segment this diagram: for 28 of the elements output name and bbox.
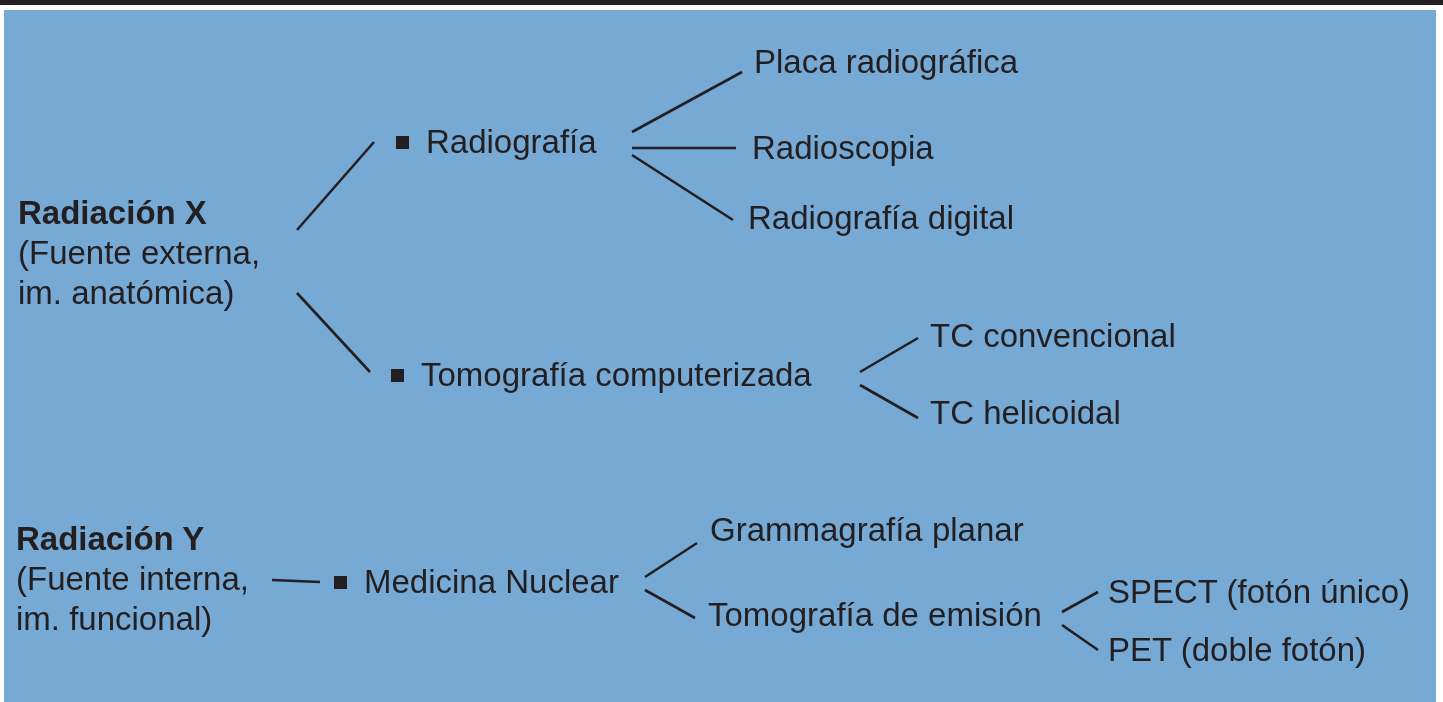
group-heading: Radiación Y bbox=[16, 519, 205, 559]
connector-line bbox=[631, 153, 734, 222]
connector-line bbox=[644, 541, 698, 579]
item-label: Medicina Nuclear bbox=[364, 562, 619, 602]
item-label: Radiografía bbox=[426, 122, 597, 162]
connector-line bbox=[296, 141, 375, 231]
item-label: TC helicoidal bbox=[930, 393, 1121, 433]
connector-line bbox=[296, 292, 371, 373]
connector-line bbox=[644, 588, 696, 620]
connector-line bbox=[631, 70, 743, 134]
group-description: (Fuente interna, im. funcional) bbox=[16, 559, 250, 639]
item-label: TC convencional bbox=[930, 316, 1176, 356]
connector-line bbox=[859, 336, 919, 374]
connector-line bbox=[271, 578, 321, 584]
item-label: Placa radiográfica bbox=[754, 42, 1019, 82]
item-label: Radiografía digital bbox=[748, 198, 1014, 238]
connector-line bbox=[632, 146, 736, 150]
item-label: Grammagrafía planar bbox=[710, 510, 1024, 550]
item-label: Tomografía de emisión bbox=[708, 595, 1042, 635]
item-label: Radioscopia bbox=[752, 128, 934, 168]
connector-line bbox=[859, 383, 919, 420]
connector-line bbox=[1061, 623, 1099, 652]
item-label: SPECT (fotón único) bbox=[1108, 572, 1411, 612]
group-heading: Radiación X bbox=[18, 193, 207, 233]
connector-line bbox=[1061, 590, 1099, 614]
group-description: (Fuente externa, im. anatómica) bbox=[18, 233, 262, 313]
item-label: PET (doble fotón) bbox=[1108, 630, 1367, 670]
item-label: Tomografía computerizada bbox=[421, 355, 812, 395]
